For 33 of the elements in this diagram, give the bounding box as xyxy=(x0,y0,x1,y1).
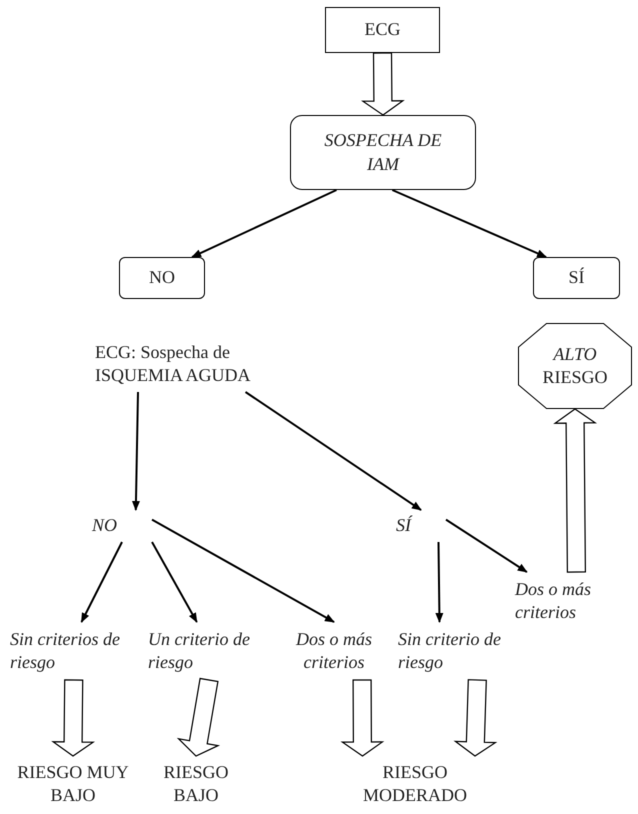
arrow xyxy=(244,391,422,511)
arrow xyxy=(445,518,528,573)
flow-text: Sin criterios de riesgo xyxy=(10,622,140,680)
box-label: SOSPECHA DE IAM xyxy=(323,129,443,176)
rounded-box xyxy=(290,115,476,190)
arrow xyxy=(152,518,335,623)
flow-text: RIESGO MODERADO xyxy=(340,756,490,812)
flow-text: NO xyxy=(92,510,152,542)
box-label: ECG xyxy=(364,18,400,42)
box-label: NO xyxy=(149,266,175,290)
process-box xyxy=(325,7,440,53)
arrow xyxy=(151,542,198,623)
flow-text: RIESGO MUY BAJO xyxy=(12,756,134,812)
rounded-box xyxy=(533,257,620,299)
block-arrow xyxy=(454,679,498,757)
block-arrow xyxy=(361,52,405,116)
arrow xyxy=(392,189,547,258)
block-arrow xyxy=(51,679,95,757)
block-arrow xyxy=(176,678,220,757)
flow-text: SÍ xyxy=(396,510,446,542)
arrow xyxy=(191,189,337,258)
flow-text: ECG: Sospecha de ISQUEMIA AGUDA xyxy=(95,336,310,392)
flow-text: RIESGO BAJO xyxy=(146,756,246,812)
arrow xyxy=(435,542,444,623)
flow-text: Un criterio de riesgo xyxy=(148,622,270,680)
rounded-box xyxy=(119,257,205,299)
box-label: ALTO RIESGO xyxy=(541,342,608,389)
block-arrow xyxy=(340,679,384,757)
box-label: SÍ xyxy=(568,266,584,290)
block-arrow xyxy=(553,408,597,573)
flow-text: Dos o más criterios xyxy=(280,622,388,680)
arrow xyxy=(132,392,140,511)
arrow xyxy=(80,542,123,623)
